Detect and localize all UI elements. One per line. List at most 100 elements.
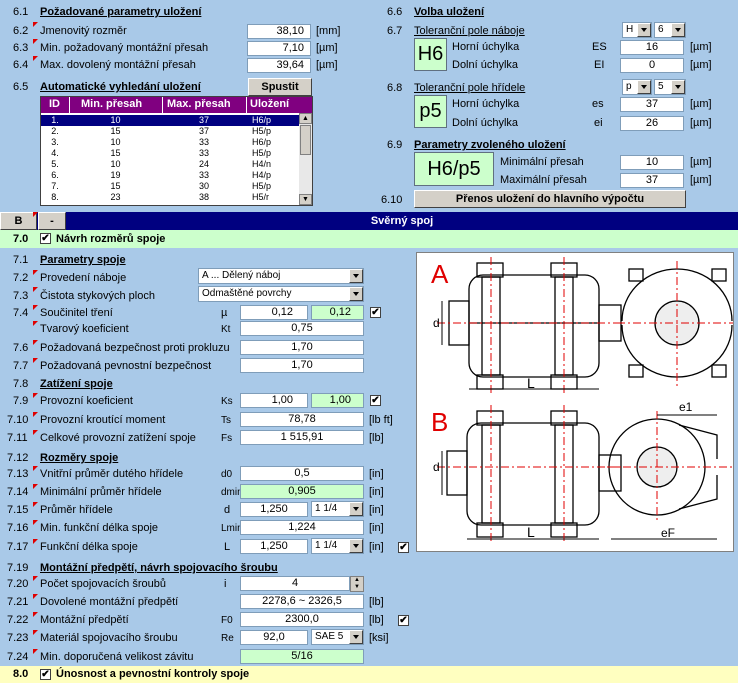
- design-checkbox[interactable]: ✔: [40, 233, 51, 244]
- symbol: Ts: [221, 415, 231, 426]
- list-scrollbar[interactable]: ▲ ▼: [299, 113, 312, 205]
- list-cell: 10: [110, 159, 121, 169]
- thread-size-value: 5/16: [240, 649, 364, 664]
- chevron-down-icon[interactable]: [637, 23, 651, 37]
- list-cell: 5.: [51, 159, 59, 169]
- bolt-material-value[interactable]: 92,0: [240, 630, 308, 645]
- scroll-down-icon[interactable]: ▼: [299, 194, 312, 205]
- list-cell: H4/p: [252, 170, 272, 180]
- nominal-size-value[interactable]: 38,10: [247, 24, 311, 39]
- chevron-down-icon[interactable]: [349, 502, 363, 516]
- inner-diameter-value[interactable]: 0,5: [240, 466, 364, 481]
- shaft-diameter-value[interactable]: 1,250: [240, 502, 308, 517]
- row-num: 7.23: [7, 632, 29, 644]
- comment-marker: [33, 305, 38, 310]
- max-interference-value[interactable]: 39,64: [247, 58, 311, 73]
- service-factor-input[interactable]: 1,00: [311, 393, 364, 408]
- row-num: 7.12: [7, 452, 29, 464]
- scroll-thumb[interactable]: [300, 125, 311, 155]
- surface-label: Čistota stykových ploch: [40, 290, 155, 302]
- select-value: H: [626, 24, 634, 35]
- surface-select[interactable]: Odmaštěné povrchy: [198, 286, 364, 302]
- spin-down-icon[interactable]: ▼: [354, 584, 360, 590]
- max-interference-label: Max. dovolený montážní přesah: [40, 59, 196, 71]
- slip-safety-label: Požadovaná bezpečnost proti prokluzu: [40, 342, 230, 354]
- row-num: 7.15: [7, 504, 29, 516]
- shaft-grade-select[interactable]: 5: [654, 79, 686, 95]
- strength-safety-value[interactable]: 1,70: [240, 358, 364, 373]
- length-value[interactable]: 1,250: [240, 539, 308, 554]
- chevron-down-icon[interactable]: [349, 287, 363, 301]
- chevron-down-icon[interactable]: [349, 539, 363, 553]
- chevron-down-icon[interactable]: [349, 269, 363, 283]
- unit-label: [ksi]: [369, 632, 389, 644]
- run-search-button[interactable]: Spustit: [248, 78, 312, 96]
- symbol: EI: [594, 59, 605, 71]
- shaft-diameter-label: Průměr hřídele: [40, 504, 113, 516]
- bolt-count-value[interactable]: 4: [240, 576, 350, 591]
- symbol: ei: [594, 117, 603, 129]
- list-cell: 33: [198, 170, 209, 180]
- list-cell: H5/p: [252, 181, 272, 191]
- comment-marker: [33, 430, 38, 435]
- bolt-count-spinner[interactable]: ▲ ▼: [350, 576, 364, 592]
- hole-lower-value: 0: [620, 58, 684, 73]
- unit-label: [µm]: [690, 174, 712, 186]
- list-cell: 30: [198, 181, 209, 191]
- shape-coef-value: 0,75: [240, 321, 364, 336]
- row-num: 6.8: [387, 82, 403, 94]
- slip-safety-value[interactable]: 1,70: [240, 340, 364, 355]
- chevron-down-icon[interactable]: [671, 80, 685, 94]
- bolt-material-select[interactable]: SAE 5: [311, 629, 364, 645]
- spin-up-icon[interactable]: ▲: [354, 577, 360, 583]
- hole-letter-select[interactable]: H: [622, 22, 652, 38]
- comment-marker: [33, 321, 38, 326]
- comment-marker: [33, 270, 38, 275]
- section-title: Rozměry spoje: [40, 452, 119, 464]
- min-shaft-diameter-label: Minimální průměr hřídele: [40, 486, 162, 498]
- section-title: Požadované parametry uložení: [40, 6, 202, 18]
- collapse-button[interactable]: -: [38, 212, 66, 230]
- bolt-material-label: Materiál spojovacího šroubu: [40, 632, 178, 644]
- comment-marker: [33, 539, 38, 544]
- preload-value[interactable]: 2300,0: [240, 612, 364, 627]
- hub-type-select[interactable]: A ... Dělený náboj: [198, 268, 364, 284]
- section-band: B - Svěrný spoj: [0, 212, 738, 230]
- friction-checkbox[interactable]: ✔: [370, 307, 381, 318]
- list-cell: 33: [198, 137, 209, 147]
- min-interference-value[interactable]: 7,10: [247, 41, 311, 56]
- length-select[interactable]: 1 1/4: [311, 538, 364, 554]
- service-factor-checkbox[interactable]: ✔: [370, 395, 381, 406]
- band-letter-button[interactable]: B: [0, 212, 37, 230]
- chevron-down-icon[interactable]: [671, 23, 685, 37]
- list-cell: 38: [198, 192, 209, 202]
- friction-input[interactable]: 0,12: [311, 305, 364, 320]
- list-cell: 19: [110, 170, 121, 180]
- scroll-up-icon[interactable]: ▲: [299, 113, 312, 124]
- transfer-fit-button[interactable]: Přenos uložení do hlavního výpočtu: [414, 190, 686, 208]
- preload-checkbox[interactable]: ✔: [398, 615, 409, 626]
- shaft-diameter-select[interactable]: 1 1/4: [311, 501, 364, 517]
- chevron-down-icon[interactable]: [349, 630, 363, 644]
- design-header-bar: [0, 230, 738, 248]
- max-fit-label: Maximální přesah: [500, 174, 587, 186]
- comment-marker: [33, 212, 38, 217]
- section-title: Montážní předpětí, návrh spojovacího šro…: [40, 562, 278, 574]
- shaft-letter-select[interactable]: p: [622, 79, 652, 95]
- hole-grade-select[interactable]: 6: [654, 22, 686, 38]
- strength-checkbox[interactable]: ✔: [40, 669, 51, 680]
- length-checkbox[interactable]: ✔: [398, 542, 409, 553]
- list-cell: H5/p: [252, 126, 272, 136]
- comment-marker: [33, 502, 38, 507]
- chevron-down-icon[interactable]: [637, 80, 651, 94]
